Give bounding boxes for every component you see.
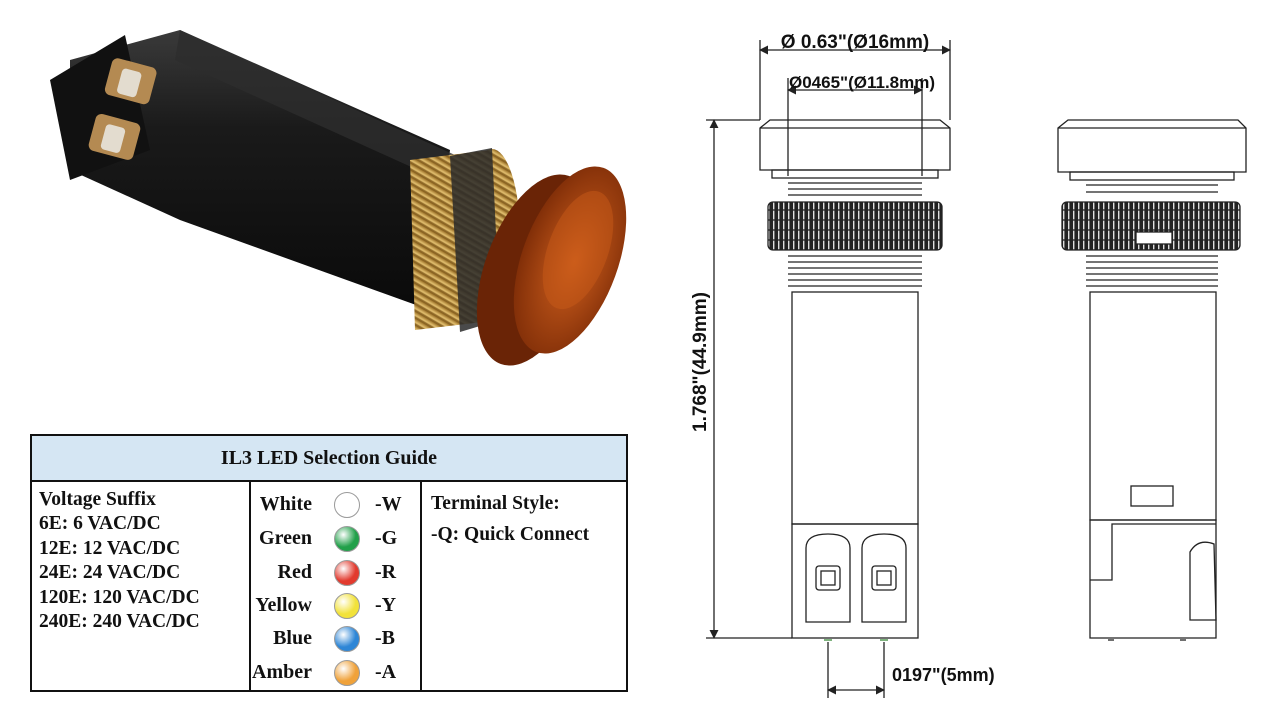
- inner-diameter-label: Ø0465"(Ø11.8mm): [789, 73, 935, 92]
- height-label: 1.768"(44.9mm): [690, 292, 711, 432]
- color-name: White: [259, 493, 312, 515]
- lens-base: [1069, 171, 1235, 181]
- terminal-column: Terminal Style: -Q: Quick Connect: [424, 482, 626, 690]
- knurled-nut: [767, 201, 943, 251]
- dimension-drawing: Ø 0.63"(Ø16mm) Ø0465"(Ø11.8mm) 1.768"(44…: [690, 32, 1247, 698]
- color-suffix: -G: [375, 527, 398, 549]
- side-view: [1057, 119, 1247, 641]
- amber-led-swatch-icon: [334, 660, 360, 686]
- quick-connect-terminal: [805, 533, 851, 623]
- screw-terminal-bottom: [88, 113, 141, 160]
- color-name: Red: [277, 561, 312, 583]
- amber-lens: [476, 166, 627, 366]
- color-name: Yellow: [255, 594, 312, 616]
- voltage-option: 6E: 6 VAC/DC: [39, 513, 161, 535]
- outer-diameter-label: Ø 0.63"(Ø16mm): [781, 32, 929, 53]
- terminal-heading: Terminal Style:: [431, 493, 560, 514]
- voltage-heading: Voltage Suffix: [39, 489, 156, 510]
- upper-thread: [1086, 184, 1218, 193]
- lower-thread: [1086, 255, 1218, 287]
- blue-led-swatch-icon: [334, 626, 360, 652]
- green-led-swatch-icon: [334, 526, 360, 552]
- knurled-nut: [1061, 201, 1241, 251]
- color-name: Amber: [252, 661, 312, 683]
- voltage-option: 240E: 240 VAC/DC: [39, 611, 200, 633]
- color-suffix: -W: [375, 493, 402, 515]
- pitch-label: 0197"(5mm): [892, 665, 995, 685]
- yellow-led-swatch-icon: [334, 593, 360, 619]
- product-photo: [50, 30, 627, 366]
- voltage-option: 24E: 24 VAC/DC: [39, 562, 181, 584]
- quick-connect-terminal: [1189, 541, 1217, 621]
- terminal-block: [1089, 519, 1217, 639]
- lens-base: [771, 169, 939, 179]
- lamp-body: [791, 291, 919, 525]
- color-name: Green: [259, 527, 312, 549]
- white-led-swatch-icon: [334, 492, 360, 518]
- dim-outer-diameter: [759, 40, 951, 120]
- color-suffix: -Y: [375, 594, 397, 616]
- dim-height: [706, 119, 792, 639]
- guide-title: IL3 LED Selection Guide: [32, 436, 626, 482]
- voltage-column: Voltage Suffix 6E: 6 VAC/DC 12E: 12 VAC/…: [32, 482, 251, 690]
- color-column: White -W Green -G Red -R Yellow -Y Blue …: [244, 482, 422, 690]
- front-view: [759, 119, 951, 641]
- terminal-option: -Q: Quick Connect: [431, 524, 590, 545]
- red-led-swatch-icon: [334, 560, 360, 586]
- terminal-block: [791, 523, 919, 639]
- color-suffix: -R: [375, 561, 397, 583]
- quick-connect-terminal: [861, 533, 907, 623]
- dim-inner-diameter: [787, 78, 923, 176]
- dim-terminal-pitch: [827, 642, 885, 698]
- lower-thread: [788, 255, 922, 287]
- upper-thread: [788, 182, 922, 196]
- color-row-green: Green -G: [244, 524, 420, 554]
- selection-guide-table: IL3 LED Selection Guide Voltage Suffix 6…: [30, 434, 628, 692]
- color-suffix: -B: [375, 627, 395, 649]
- color-name: Blue: [273, 627, 312, 649]
- voltage-option: 12E: 12 VAC/DC: [39, 537, 181, 559]
- voltage-option: 120E: 120 VAC/DC: [39, 586, 200, 608]
- color-row-red: Red -R: [244, 558, 420, 588]
- color-row-blue: Blue -B: [244, 624, 420, 654]
- color-suffix: -A: [375, 661, 397, 683]
- latch-tab: [1130, 485, 1174, 507]
- screw-terminal-top: [104, 58, 157, 105]
- color-row-amber: Amber -A: [244, 658, 420, 688]
- color-row-yellow: Yellow -Y: [244, 591, 420, 621]
- color-row-white: White -W: [244, 490, 420, 520]
